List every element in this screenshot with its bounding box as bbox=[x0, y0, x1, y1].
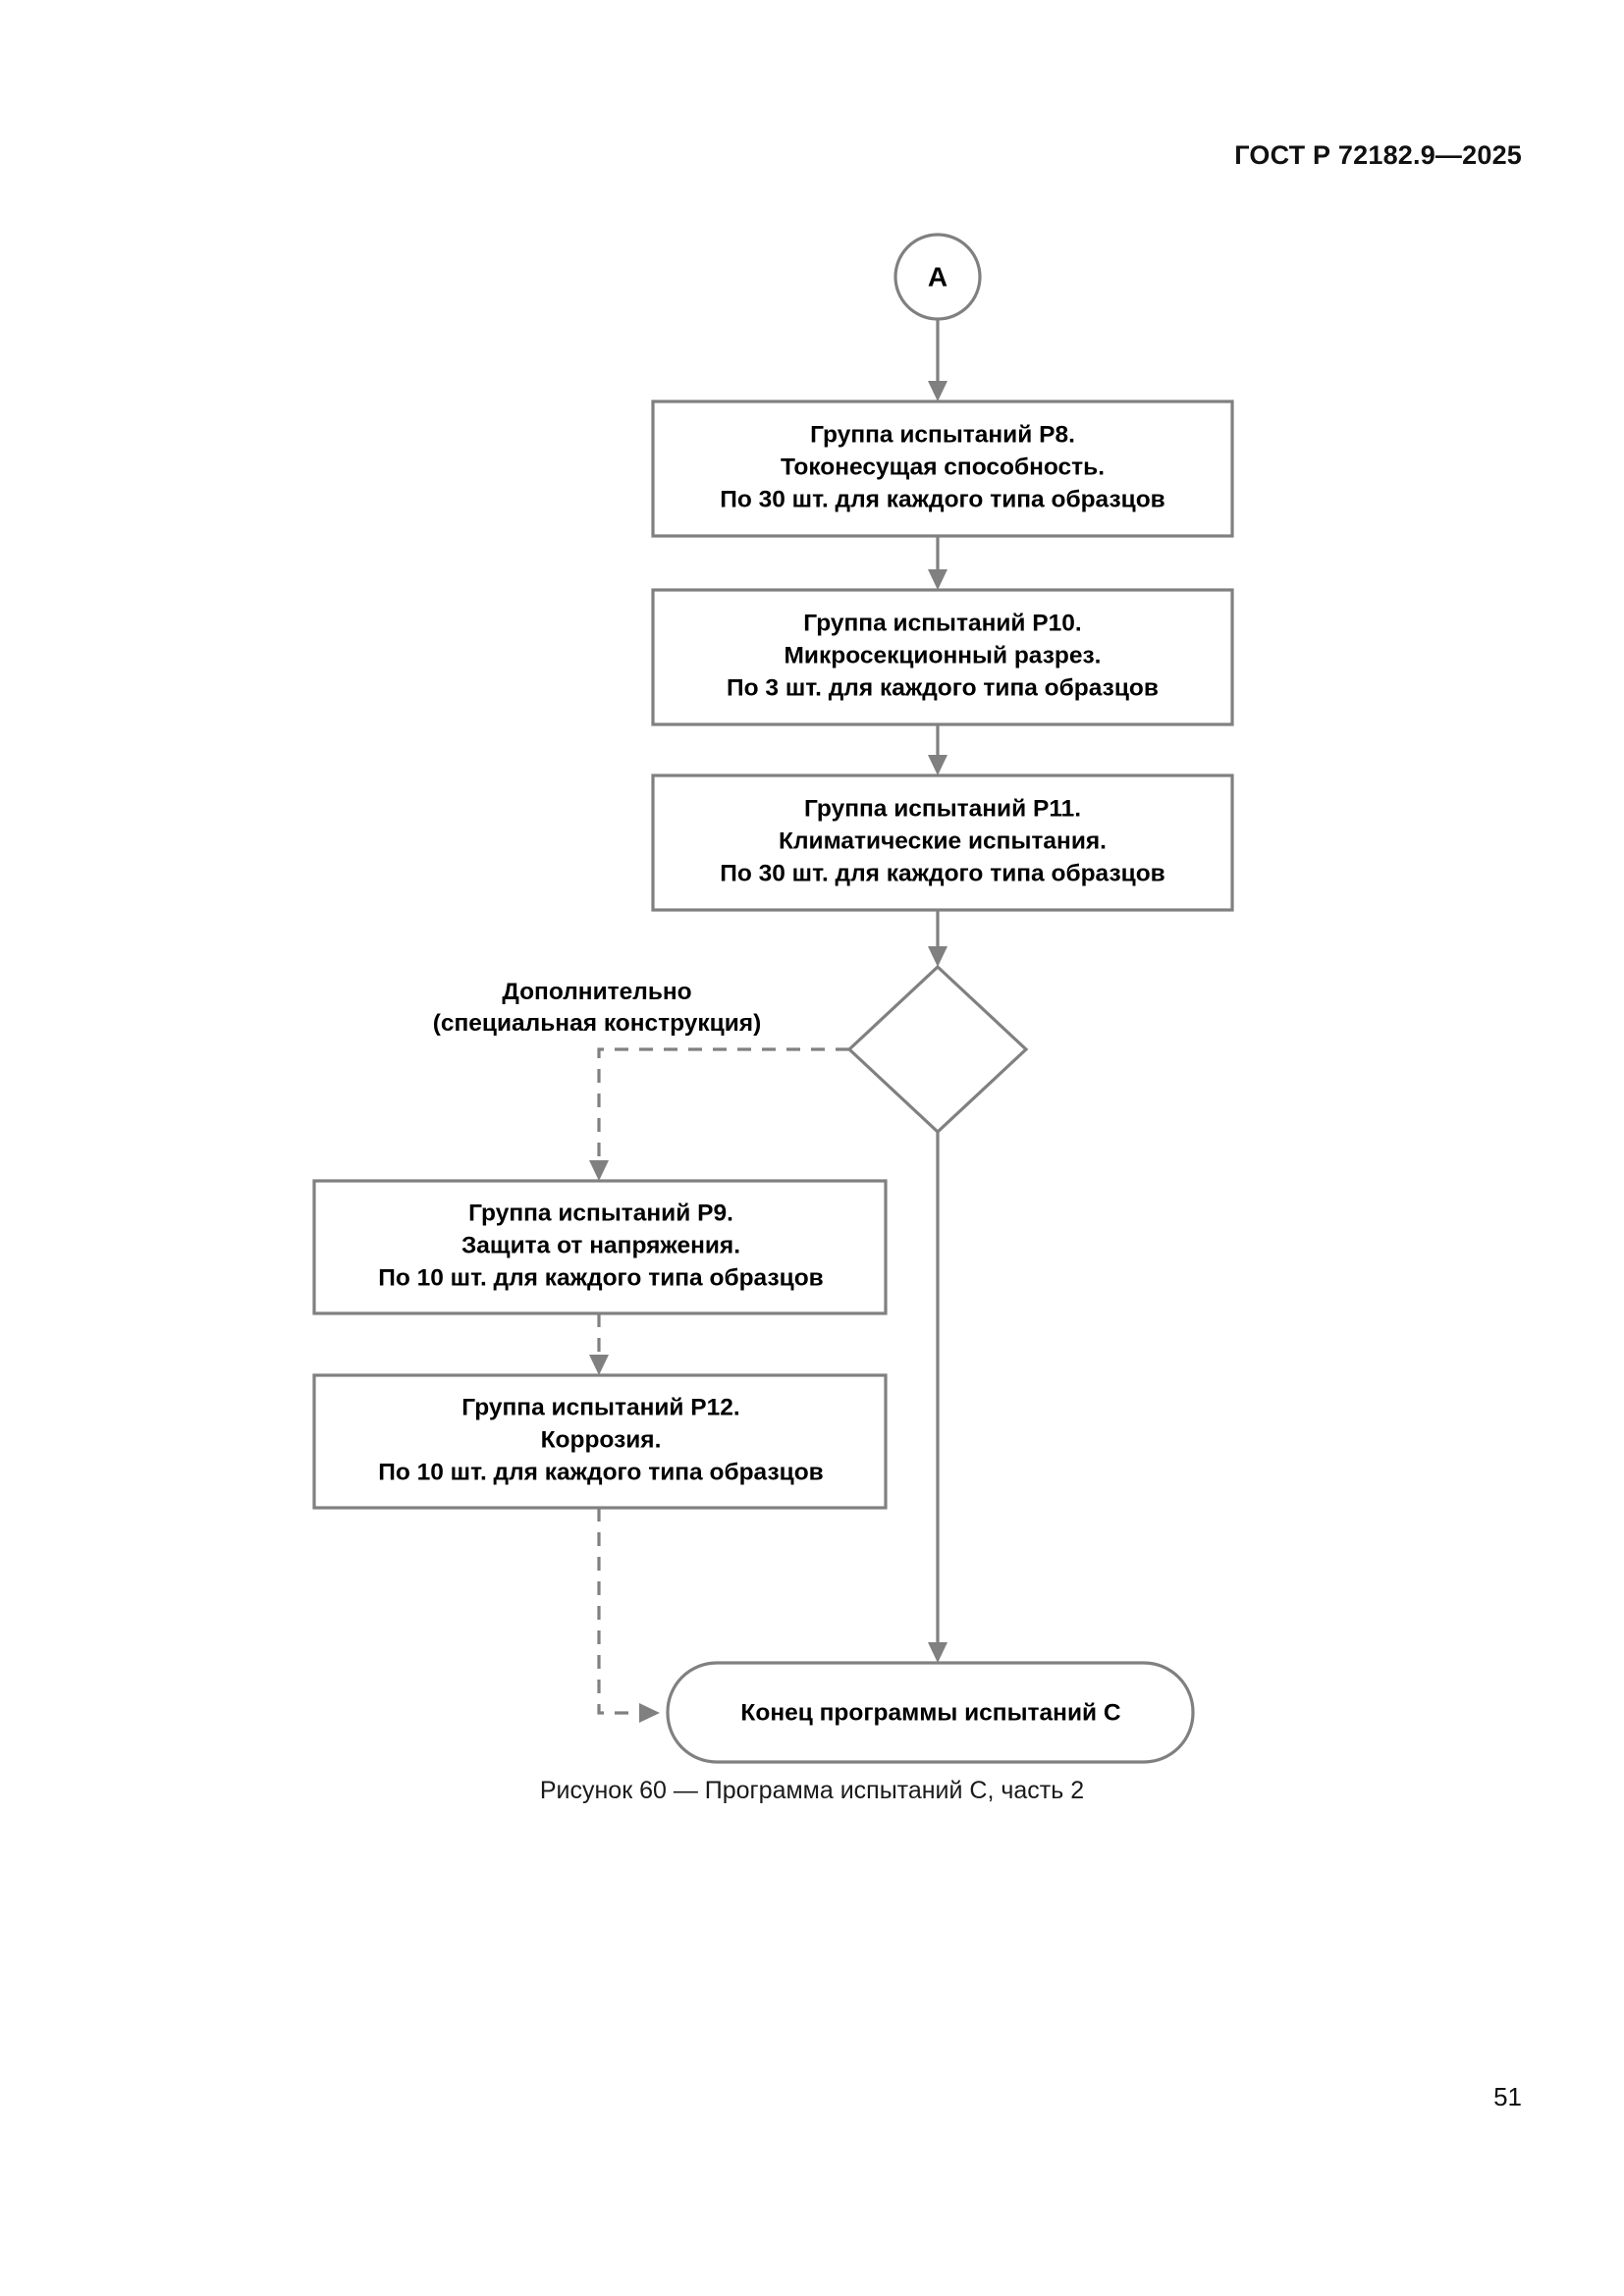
process-line-3: По 3 шт. для каждого типа образцов bbox=[727, 674, 1159, 701]
arrowhead-icon bbox=[928, 1642, 947, 1663]
process-line-2: Токонесущая способность. bbox=[781, 454, 1105, 480]
terminator-label: Конец программы испытаний С bbox=[740, 1699, 1120, 1726]
flowchart-canvas: A Группа испытаний Р8. Токонесущая спосо… bbox=[312, 233, 1234, 1764]
arrow-decision-to-end bbox=[928, 1132, 947, 1663]
arrowhead-icon bbox=[928, 381, 947, 401]
process-node-p12[interactable]: Группа испытаний Р12. Коррозия. По 10 шт… bbox=[312, 1373, 888, 1510]
arrowhead-icon bbox=[639, 1703, 660, 1723]
branch-label-line-2: (специальная конструкция) bbox=[433, 1010, 762, 1037]
arrowhead-icon bbox=[928, 946, 947, 967]
process-box bbox=[651, 400, 1234, 538]
process-box bbox=[312, 1373, 888, 1510]
connector-label: A bbox=[928, 261, 947, 292]
process-box bbox=[312, 1179, 888, 1315]
terminator-shape bbox=[666, 1661, 1195, 1764]
process-line-3: По 30 шт. для каждого типа образцов bbox=[720, 486, 1165, 512]
process-line-1: Группа испытаний Р12. bbox=[461, 1394, 739, 1420]
process-line-2: Микросекционный разрез. bbox=[785, 642, 1102, 668]
decision-branch-label: Дополнительно (специальная конструкция) bbox=[433, 979, 762, 1037]
process-line-2: Защита от напряжения. bbox=[461, 1232, 740, 1258]
arrowhead-icon bbox=[928, 569, 947, 590]
arrow-p11-to-decision bbox=[928, 910, 947, 967]
dashed-arrow-p9-to-p12 bbox=[589, 1313, 609, 1375]
process-line-3: По 10 шт. для каждого типа образцов bbox=[378, 1264, 824, 1291]
decision-node[interactable] bbox=[846, 964, 1029, 1135]
arrow-p8-to-p10 bbox=[928, 536, 947, 590]
process-line-3: По 30 шт. для каждого типа образцов bbox=[720, 860, 1165, 886]
decision-diamond bbox=[846, 964, 1029, 1135]
process-box bbox=[651, 774, 1234, 912]
connector-node-a[interactable]: A bbox=[893, 233, 982, 321]
process-line-3: По 10 шт. для каждого типа образцов bbox=[378, 1459, 824, 1485]
process-line-1: Группа испытаний Р9. bbox=[468, 1200, 733, 1226]
process-line-1: Группа испытаний Р10. bbox=[803, 610, 1081, 636]
process-line-1: Группа испытаний Р8. bbox=[810, 421, 1075, 448]
process-node-p8[interactable]: Группа испытаний Р8. Токонесущая способн… bbox=[651, 400, 1234, 538]
dashed-branch-to-p9 bbox=[589, 1047, 849, 1181]
process-node-p11[interactable]: Группа испытаний Р11. Климатические испы… bbox=[651, 774, 1234, 912]
dashed-branch-to-end bbox=[597, 1508, 660, 1723]
arrow-a-to-p8 bbox=[928, 319, 947, 401]
figure-flowchart: A Группа испытаний Р8. Токонесущая спосо… bbox=[312, 233, 1234, 1804]
process-box bbox=[651, 588, 1234, 726]
process-node-p9[interactable]: Группа испытаний Р9. Защита от напряжени… bbox=[312, 1179, 888, 1315]
arrow-p10-to-p11 bbox=[928, 724, 947, 775]
process-node-p10[interactable]: Группа испытаний Р10. Микросекционный ра… bbox=[651, 588, 1234, 726]
document-standard-header: ГОСТ Р 72182.9—2025 bbox=[1234, 140, 1522, 170]
arrowhead-icon bbox=[928, 755, 947, 775]
arrowhead-icon bbox=[589, 1355, 609, 1375]
process-line-2: Климатические испытания. bbox=[779, 828, 1107, 854]
terminator-node-end[interactable]: Конец программы испытаний С bbox=[666, 1661, 1195, 1764]
page-number: 51 bbox=[1493, 2082, 1522, 2111]
process-line-1: Группа испытаний Р11. bbox=[804, 795, 1081, 822]
process-line-2: Коррозия. bbox=[541, 1426, 662, 1453]
arrowhead-icon bbox=[589, 1160, 609, 1181]
branch-label-line-1: Дополнительно bbox=[502, 979, 691, 1005]
figure-caption: Рисунок 60 — Программа испытаний С, част… bbox=[539, 1777, 1085, 1804]
